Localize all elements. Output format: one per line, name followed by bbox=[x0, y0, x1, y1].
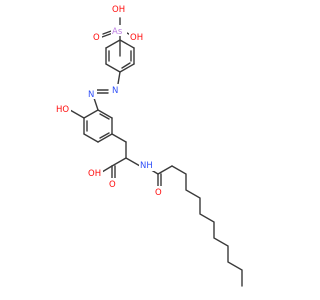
alkyl-chain bbox=[171, 165, 243, 287]
phenol-ring bbox=[69, 109, 113, 143]
amino-acid-side-chain bbox=[101, 133, 173, 187]
molecule-structure-diagram: OH O As OH N N HO OH O NH O bbox=[55, 4, 243, 287]
as-hydroxyl-right-label: OH bbox=[130, 33, 143, 43]
azo-linkage bbox=[93, 71, 121, 111]
acid-hydroxyl-label: OH bbox=[88, 169, 101, 179]
as-hydroxyl-top-label: OH bbox=[112, 5, 125, 15]
amide-nitrogen-label: NH bbox=[140, 161, 153, 171]
amide-carbonyl-oxygen-label: O bbox=[155, 188, 162, 198]
phenol-hydroxyl-label: HO bbox=[56, 105, 69, 115]
azo-nitrogen-2-label: N bbox=[88, 90, 94, 100]
arsenic-label: As bbox=[112, 27, 123, 37]
atom-labels: OH O As OH N N HO OH O NH O bbox=[55, 4, 164, 198]
azo-nitrogen-1-label: N bbox=[112, 86, 118, 96]
arsonophenyl-ring bbox=[105, 39, 135, 73]
acid-carbonyl-oxygen-label: O bbox=[109, 180, 116, 190]
as-oxo-label: O bbox=[93, 33, 100, 43]
